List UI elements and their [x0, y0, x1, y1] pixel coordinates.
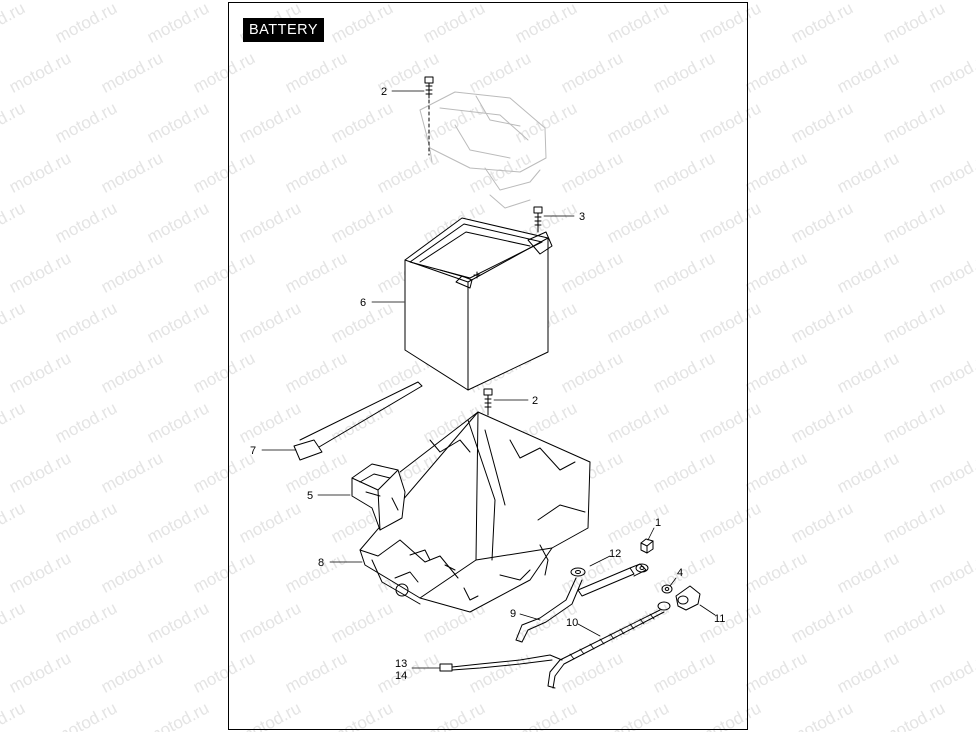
callout-2-top: 2 [381, 86, 387, 98]
washer-4 [661, 584, 673, 594]
callout-13: 13 [395, 658, 407, 670]
strap-7 [293, 381, 423, 461]
callout-labels: 2 3 6 2 7 5 8 1 12 4 9 11 10 13 14 [250, 86, 725, 682]
cable-12 [577, 563, 649, 597]
bolt-2-top [424, 76, 434, 156]
nut-1 [640, 538, 654, 554]
callout-12: 12 [609, 548, 621, 560]
battery-tray-8 [359, 411, 591, 613]
ghost-reference-part [419, 91, 547, 209]
callout-1: 1 [655, 517, 661, 529]
harness-13-14 [439, 654, 563, 672]
cable-10 [547, 601, 671, 689]
callout-3: 3 [579, 211, 585, 223]
diagram-frame [228, 2, 748, 730]
callout-11: 11 [714, 613, 725, 625]
cable-9 [515, 567, 586, 643]
callout-10: 10 [566, 617, 578, 629]
boot-11 [675, 585, 701, 611]
callout-5: 5 [307, 490, 313, 502]
callout-6: 6 [360, 297, 366, 309]
leader-lines [261, 90, 716, 669]
callout-7: 7 [250, 445, 256, 457]
bolt-3 [533, 206, 543, 233]
callout-8: 8 [318, 557, 324, 569]
callout-4: 4 [677, 567, 683, 579]
callout-14: 14 [395, 670, 407, 682]
callout-2-middle: 2 [532, 395, 538, 407]
callout-9: 9 [510, 608, 516, 620]
battery-6 [404, 217, 553, 391]
bracket-5 [351, 463, 406, 531]
page-title: BATTERY [243, 18, 324, 42]
